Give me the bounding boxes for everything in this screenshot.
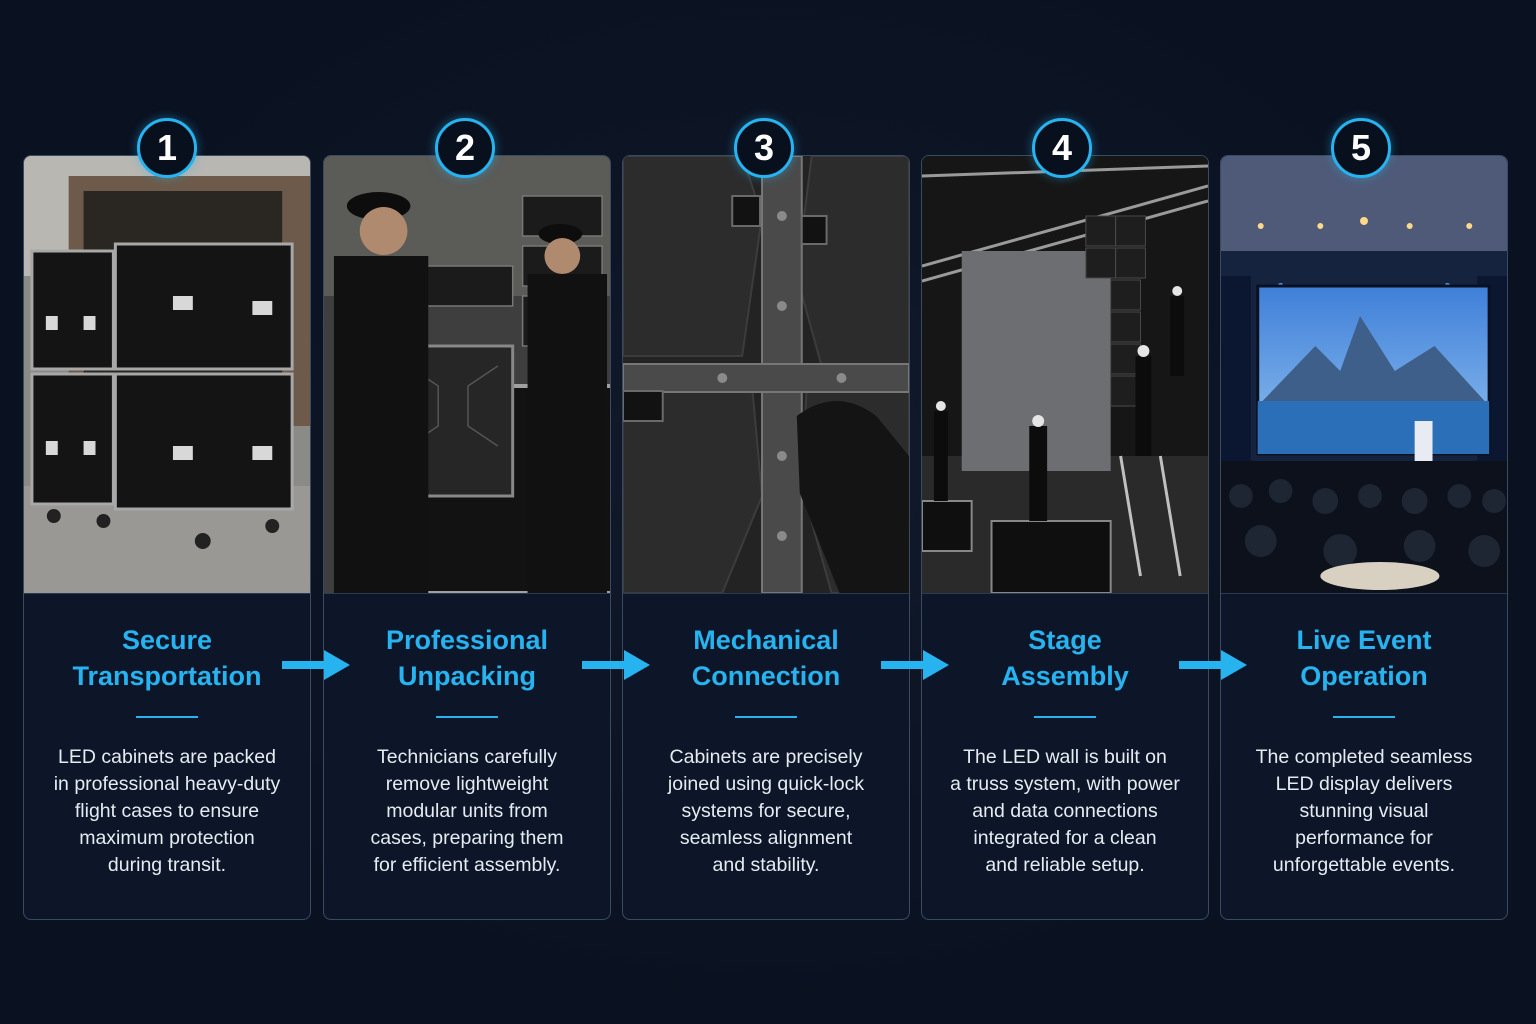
title-underline xyxy=(1333,716,1395,718)
stage-assembly-photo xyxy=(922,156,1208,594)
step-number-badge-4: 4 xyxy=(1032,118,1092,178)
title-underline xyxy=(436,716,498,718)
flight-cases-photo xyxy=(24,156,310,594)
step-number-badge-3: 3 xyxy=(734,118,794,178)
live-event-photo xyxy=(1221,156,1507,594)
step-number-badge-5: 5 xyxy=(1331,118,1391,178)
step-number-badge-2: 2 xyxy=(435,118,495,178)
step-number-badge-1: 1 xyxy=(137,118,197,178)
title-underline xyxy=(735,716,797,718)
arrow-right-icon xyxy=(282,650,350,680)
arrow-right-icon xyxy=(582,650,650,680)
quick-lock-photo xyxy=(623,156,909,594)
arrow-right-icon xyxy=(1179,650,1247,680)
title-underline xyxy=(136,716,198,718)
title-underline xyxy=(1034,716,1096,718)
arrow-right-icon xyxy=(881,650,949,680)
unpacking-photo xyxy=(324,156,610,594)
